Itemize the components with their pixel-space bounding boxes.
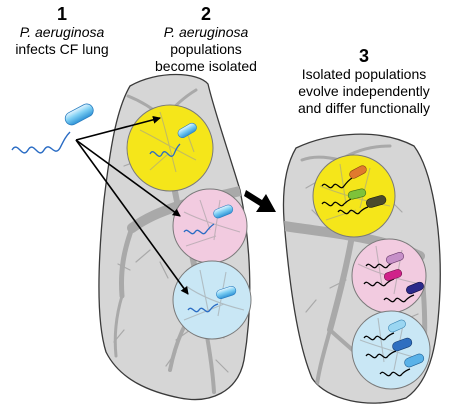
- step-2-line-3: become isolated: [155, 58, 257, 74]
- bacterium-icon: [365, 337, 413, 359]
- step-1-number: 1: [56, 4, 67, 24]
- step-3-label: 3 Isolated populations evolve independen…: [282, 46, 446, 117]
- step-3-line-1: Isolated populations: [301, 66, 427, 82]
- bacterium-icon: [183, 204, 234, 235]
- bacterium-icon: [321, 188, 367, 207]
- step-3-line-3: and differ functionally: [297, 100, 431, 116]
- bacterium-icon: [365, 251, 404, 269]
- bacterium-icon: [149, 122, 197, 157]
- bacterium-icon: [337, 195, 387, 215]
- arrow-icon: [75, 115, 189, 295]
- bacterium-icon: [321, 165, 367, 189]
- step-2-number: 2: [200, 4, 211, 24]
- step-1-label: 1 P. aeruginosa infects CF lung: [8, 4, 116, 58]
- pink-region: [172, 188, 248, 264]
- step-1-description: infects CF lung: [15, 41, 109, 57]
- step-3-number: 3: [358, 46, 369, 66]
- step-3-line-2: evolve independently: [298, 83, 430, 99]
- bacterium-icon: [11, 103, 94, 154]
- step-1-organism: P. aeruginosa: [19, 24, 105, 40]
- bacterium-icon: [383, 281, 424, 303]
- bacterium-icon: [363, 269, 403, 287]
- step-2-organism: P. aeruginosa: [163, 24, 249, 40]
- step-2-line-2: populations: [170, 41, 242, 57]
- step-2-label: 2 P. aeruginosa populations become isola…: [140, 4, 272, 75]
- bacterium-icon: [363, 319, 406, 341]
- bacterium-icon: [379, 353, 425, 377]
- bacterium-icon: [187, 285, 237, 313]
- transition-arrow-icon: [244, 190, 276, 212]
